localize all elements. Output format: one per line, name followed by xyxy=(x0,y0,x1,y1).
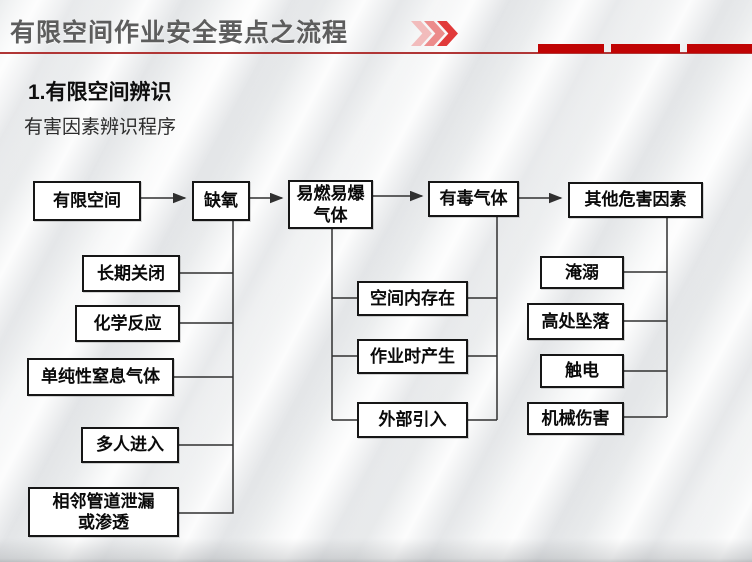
node-electric-shock: 触电 xyxy=(540,354,624,388)
node-fall-from-height: 高处坠落 xyxy=(527,303,624,340)
node-drowning: 淹溺 xyxy=(540,256,624,289)
node-toxic-gas: 有毒气体 xyxy=(428,181,519,217)
section-subheading: 有害因素辨识程序 xyxy=(24,117,177,138)
node-simple-asphyxiant-gas: 单纯性窒息气体 xyxy=(27,358,174,396)
node-lack-oxygen: 缺氧 xyxy=(192,181,250,221)
node-long-term-closed: 长期关闭 xyxy=(82,255,180,292)
node-other-hazards: 其他危害因素 xyxy=(568,182,703,218)
node-adjacent-pipeline-leak: 相邻管道泄漏 或渗透 xyxy=(28,487,179,537)
node-produced-during-work: 作业时产生 xyxy=(357,339,468,374)
page-title: 有限空间作业安全要点之流程 xyxy=(10,19,349,47)
triple-chevron-icon xyxy=(411,21,458,46)
section-heading: 1.有限空间辨识 xyxy=(28,81,172,104)
node-external-introduction: 外部引入 xyxy=(357,402,468,438)
node-chemical-reaction: 化学反应 xyxy=(75,305,180,342)
header-underline xyxy=(0,52,752,54)
node-limited-space: 有限空间 xyxy=(33,181,141,221)
header-accent-bar xyxy=(687,44,752,53)
node-exists-in-space: 空间内存在 xyxy=(357,281,468,316)
node-flammable-explosive-gas: 易燃易爆 气体 xyxy=(288,180,373,229)
node-multiple-entrants: 多人进入 xyxy=(81,427,179,463)
header-accent-bar xyxy=(611,44,680,53)
node-mechanical-injury: 机械伤害 xyxy=(527,402,624,435)
header-accent-bar xyxy=(538,44,604,53)
